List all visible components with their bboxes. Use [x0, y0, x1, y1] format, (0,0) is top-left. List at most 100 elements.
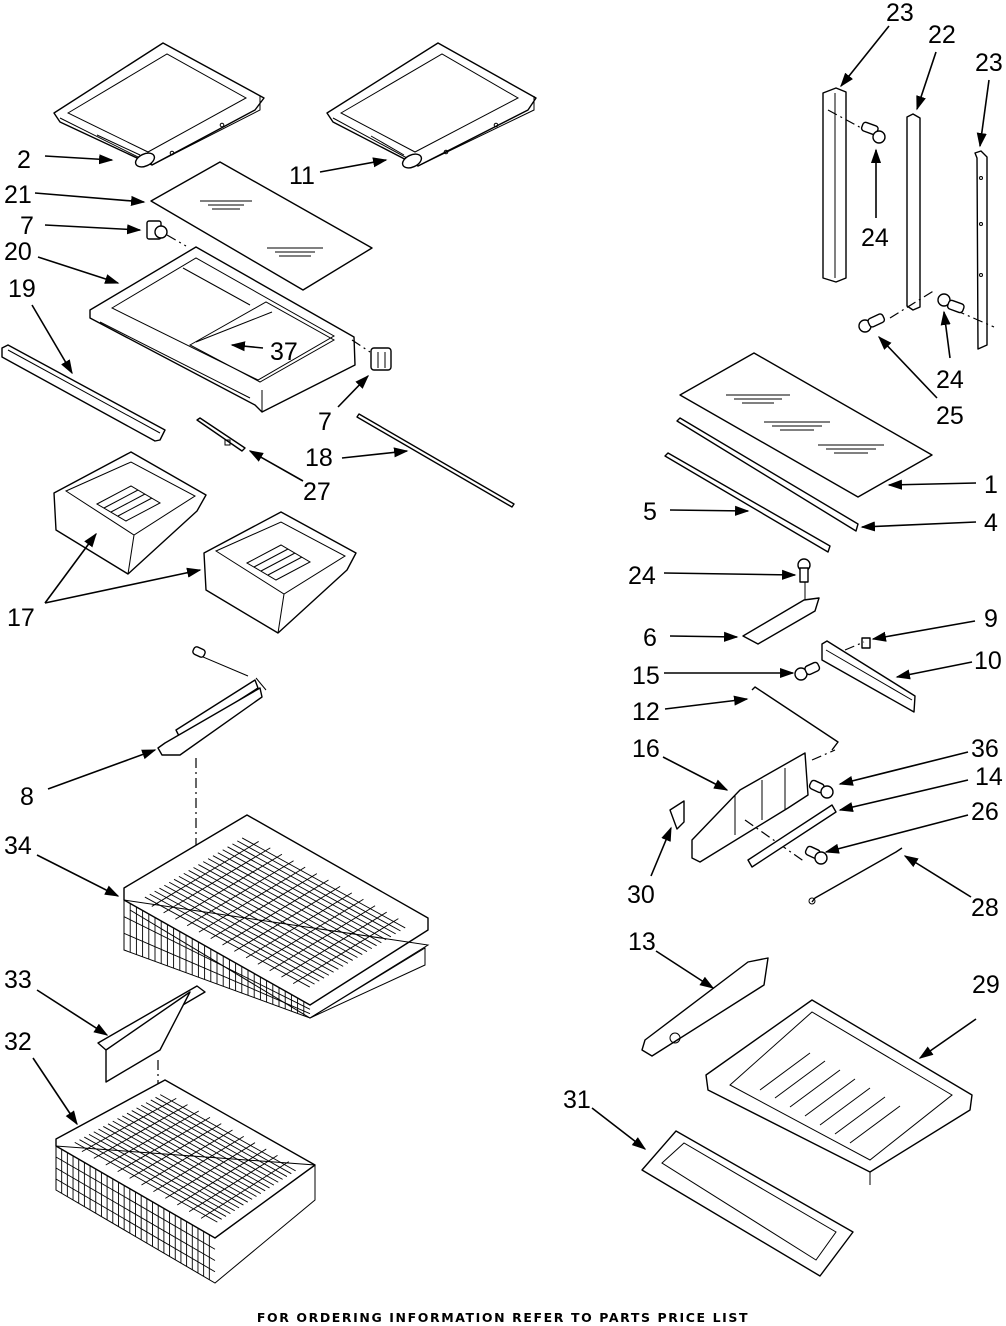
- callout-9: 9: [984, 605, 998, 633]
- callout-labels: 2 11 21 7 20 19 37 7 18 27 17 8 34 33 32…: [4, 0, 1003, 1114]
- basket-wire: [165, 1142, 256, 1199]
- leader-5: [669, 505, 750, 516]
- basket-wire: [93, 1104, 188, 1159]
- callout-24-bracket: 24: [628, 562, 656, 590]
- leader-36: [838, 751, 969, 786]
- part-18-rail-rod: [356, 413, 515, 508]
- part-17-crisper-drawer-left: [53, 451, 207, 575]
- basket-wire: [129, 1123, 222, 1179]
- part-32-wire-basket-lower: [55, 1079, 316, 1284]
- ordering-info-footer: FOR ORDERING INFORMATION REFER TO PARTS …: [256, 1310, 750, 1325]
- callout-6: 6: [643, 624, 657, 652]
- callout-30: 30: [627, 881, 655, 909]
- part-2-shelf-frame: [53, 42, 265, 168]
- callout-19: 19: [8, 275, 36, 303]
- callout-32: 32: [4, 1028, 32, 1056]
- leader-23b: [976, 79, 990, 148]
- callout-23-right: 23: [975, 49, 1003, 77]
- part-5-shelf-trim: [664, 452, 831, 553]
- basket-wire: [281, 911, 387, 978]
- leader-31: [591, 1107, 647, 1150]
- callout-11: 11: [289, 162, 315, 190]
- part-19-front-trim: [1, 344, 166, 442]
- basket-wire: [269, 905, 376, 972]
- part-22-shelf-ladder-center: [889, 113, 936, 319]
- leader-18: [341, 447, 409, 459]
- part-14-slide-guide: [747, 804, 837, 868]
- part-24-screw-upper: [860, 121, 886, 144]
- basket-wire: [117, 1116, 211, 1173]
- part-34-wire-basket-upper: [123, 814, 430, 1019]
- part-11-shelf-frame: [326, 42, 537, 169]
- leader-24c: [663, 569, 797, 580]
- leader-4: [860, 521, 977, 532]
- leader-2: [44, 154, 114, 165]
- callout-31: 31: [563, 1086, 591, 1114]
- leader-14: [838, 779, 969, 812]
- basket-wire: [151, 841, 259, 907]
- leader-33: [36, 989, 109, 1036]
- part-1-glass-shelf: [679, 352, 933, 498]
- part-10-slide-rail: [821, 640, 916, 713]
- basket-wire: [55, 1156, 216, 1250]
- callout-29: 29: [972, 971, 1000, 999]
- callout-22: 22: [928, 21, 956, 49]
- leader-17a: [44, 532, 97, 604]
- leader-7b: [337, 374, 370, 408]
- leader-28: [903, 855, 972, 898]
- basket-wire: [55, 1178, 216, 1273]
- leader-30: [650, 826, 672, 877]
- callout-37: 37: [270, 338, 298, 366]
- leader-21: [34, 192, 146, 206]
- callout-2: 2: [17, 146, 31, 174]
- part-36-screw: [808, 779, 834, 799]
- leader-11: [319, 157, 388, 173]
- basket-wire: [257, 898, 364, 965]
- part-26-screw: [804, 845, 828, 865]
- part-16-slide-support: [691, 752, 809, 863]
- leader-1: [887, 479, 977, 490]
- leader-27: [248, 450, 304, 482]
- leader-20: [37, 256, 120, 284]
- leader-13: [655, 950, 715, 989]
- callout-20: 20: [4, 238, 32, 266]
- leader-29: [918, 1018, 977, 1059]
- callout-18: 18: [305, 444, 333, 472]
- callout-7-right: 7: [318, 408, 332, 436]
- basket-wire: [175, 853, 283, 920]
- leader-12: [664, 695, 749, 710]
- part-12-slide-wire: [751, 686, 839, 761]
- part-20-cover-frame: [89, 246, 356, 413]
- leader-10: [895, 661, 973, 680]
- leader-9: [871, 620, 976, 642]
- callout-28: 28: [971, 894, 999, 922]
- leader-7a: [44, 224, 142, 235]
- leader-37: [230, 341, 264, 352]
- part-29-deli-pan: [705, 999, 973, 1185]
- part-28-wire-link: [808, 847, 903, 905]
- part-24-screw-bracket: [797, 558, 811, 600]
- basket-wire: [200, 1161, 289, 1219]
- part-9-clip-nut: [861, 637, 871, 649]
- basket-wire: [198, 866, 306, 933]
- part-31-front-handle: [641, 1130, 854, 1277]
- part-30-cap: [669, 800, 685, 830]
- basket-wire: [163, 847, 271, 914]
- part-24-screw-right: [937, 293, 965, 314]
- callout-25: 25: [936, 402, 964, 430]
- part-8-basket-divider: [157, 646, 267, 890]
- callout-26: 26: [971, 798, 999, 826]
- leader-24b: [940, 310, 951, 359]
- part-4-shelf-trim: [676, 417, 859, 532]
- callout-13: 13: [628, 928, 656, 956]
- basket-wire: [177, 1148, 267, 1206]
- callout-1: 1: [984, 471, 998, 499]
- leader-17b: [44, 567, 202, 604]
- callout-12: 12: [632, 698, 660, 726]
- basket-wire: [234, 886, 341, 952]
- basket-wire: [222, 879, 329, 946]
- part-23-shelf-ladder-right: [954, 150, 995, 350]
- callout-21: 21: [4, 181, 32, 209]
- basket-wire: [153, 1135, 244, 1193]
